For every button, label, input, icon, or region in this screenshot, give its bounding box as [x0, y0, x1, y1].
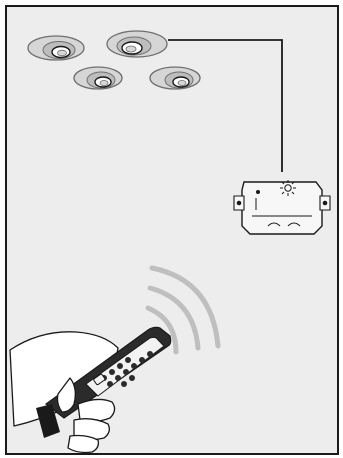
- sun-icon: [280, 180, 296, 196]
- hand-with-remote: [9, 326, 172, 454]
- recessed-downlight-icon: [106, 30, 168, 58]
- ceiling-lights: [27, 30, 201, 90]
- remote-control-icon: [45, 326, 172, 419]
- frame-border: [5, 5, 339, 455]
- wire: [168, 39, 283, 172]
- recessed-downlight-icon: [73, 66, 123, 90]
- sleeve-cuff: [36, 404, 60, 438]
- recessed-downlight-icon: [27, 35, 85, 61]
- wireless-signal-icon: [145, 265, 221, 355]
- wall-receiver-module-icon: [233, 180, 331, 235]
- recessed-downlight-icon: [149, 66, 201, 90]
